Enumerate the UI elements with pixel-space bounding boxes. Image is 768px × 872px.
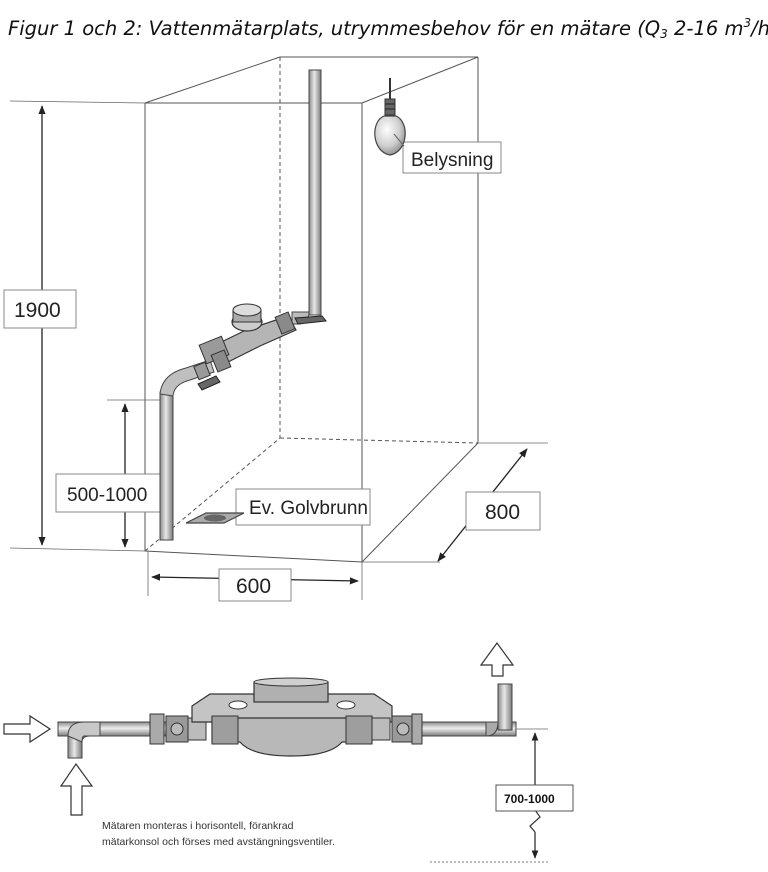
label-lighting: Belysning	[411, 150, 493, 171]
flow-arrows	[3, 641, 515, 816]
title-subscript: 3	[660, 27, 668, 41]
label-width-600: 600	[236, 575, 271, 598]
title-superscript: 3	[743, 16, 752, 30]
floor-drain-icon	[185, 512, 245, 524]
horizontal-pipe-assembly	[57, 677, 548, 759]
title-prefix: Figur 1 och 2: Vattenmätarplats, utrymme…	[8, 17, 661, 40]
caption-line-2: mätarkonsol och förses med avstängningsv…	[102, 836, 335, 848]
label-height-1900: 1900	[14, 299, 61, 322]
title-suffix: /h)	[751, 17, 768, 40]
label-height-range: 700-1000	[504, 792, 555, 806]
label-floor-drain: Ev. Golvbrunn	[249, 498, 368, 519]
dimension-extension-lines	[9, 100, 548, 600]
figure-title: Figur 1 och 2: Vattenmätarplats, utrymme…	[8, 6, 768, 41]
light-bulb-icon	[374, 78, 406, 156]
label-pipe-height: 500-1000	[67, 485, 147, 506]
title-middle: 2-16 m	[667, 17, 744, 40]
dimension-label-boxes	[3, 141, 541, 602]
height-range-box	[495, 784, 574, 812]
pipe-assembly	[159, 69, 327, 541]
caption-line-1: Mätaren monteras i horisontell, förankra…	[102, 820, 294, 832]
label-depth-800: 800	[485, 501, 520, 524]
